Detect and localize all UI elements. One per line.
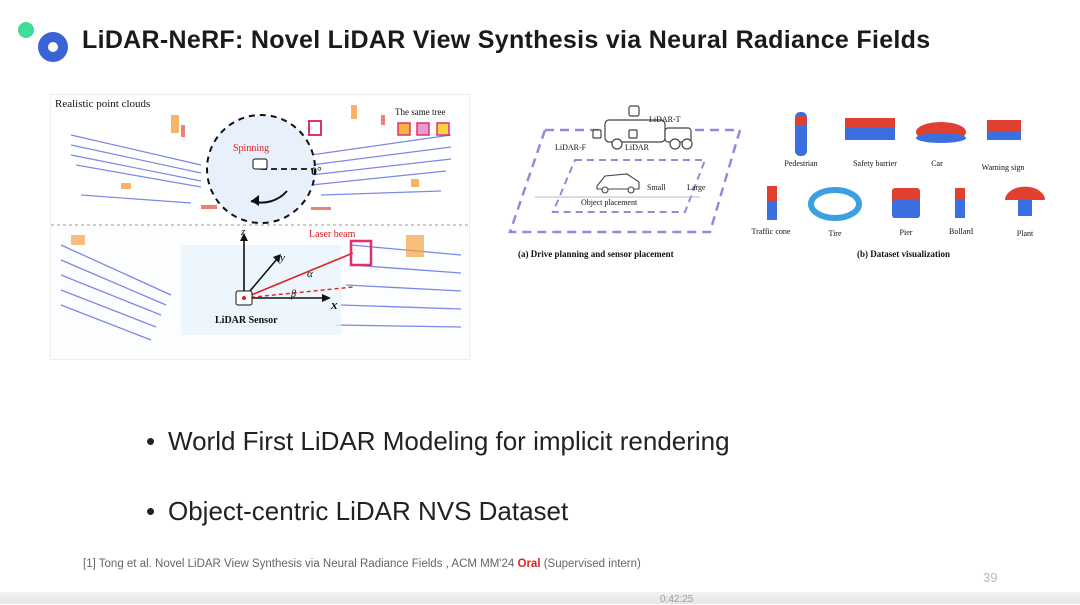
lidar-point-cloud-figure: Realistic point clouds The same tree Spi… [50, 94, 470, 360]
video-progress-bar[interactable] [0, 592, 1080, 604]
label-point-clouds: Realistic point clouds [55, 98, 150, 110]
decor-blue-ring-icon [38, 32, 68, 62]
footnote-prefix: [1] Tong et al. Novel LiDAR View Synthes… [83, 558, 518, 570]
footnote-suffix: (Supervised intern) [540, 558, 641, 570]
label-object-placement: Object placement [581, 198, 638, 207]
object-label: Car [931, 159, 943, 168]
bullet-item: •World First LiDAR Modeling for implicit… [146, 426, 730, 456]
decor-green-dot [18, 22, 34, 38]
video-timestamp: 0:42:25 [660, 594, 694, 605]
dataset-figure: LiDAR-T LiDAR-F LiDAR Small Large Object… [505, 92, 1050, 267]
object-label: Tire [828, 229, 841, 238]
axis-z-label: z [240, 226, 246, 238]
object-label: Pier [900, 228, 913, 237]
angle-alpha-label: α [307, 268, 313, 280]
label-same-tree: The same tree [395, 107, 445, 117]
axis-x-label: x [330, 297, 338, 312]
object-label: Bollard [949, 227, 973, 236]
object-label: Pedestrian [784, 159, 817, 168]
caption-a: (a) Drive planning and sensor placement [518, 249, 674, 259]
label-zero-deg: 0° [311, 164, 322, 178]
label-laser-beam: Laser beam [309, 229, 356, 240]
bullet-text: World First LiDAR Modeling for implicit … [168, 426, 730, 456]
label-spinning: Spinning [233, 143, 269, 154]
label-lidar-sensor: LiDAR Sensor [215, 315, 278, 326]
label-lidar: LiDAR [625, 143, 650, 152]
bullet-item: •Object-centric LiDAR NVS Dataset [146, 496, 569, 526]
label-lidar-t: LiDAR-T [649, 115, 681, 124]
object-label: Traffic cone [752, 227, 791, 236]
slide-title: LiDAR-NeRF: Novel LiDAR View Synthesis v… [82, 26, 931, 54]
label-large: Large [687, 183, 706, 192]
bullet-text: Object-centric LiDAR NVS Dataset [168, 496, 569, 526]
object-label: Warning sign [982, 163, 1025, 172]
footnote: [1] Tong et al. Novel LiDAR View Synthes… [83, 558, 641, 570]
label-lidar-f: LiDAR-F [555, 143, 587, 152]
caption-b: (b) Dataset visualization [857, 249, 950, 259]
page-number: 39 [983, 570, 998, 585]
footnote-oral: Oral [517, 558, 541, 570]
axis-y-label: y [279, 252, 285, 264]
label-small: Small [647, 183, 666, 192]
angle-beta-label: β [290, 289, 296, 300]
object-label: Plant [1017, 229, 1034, 238]
object-label: Safety barrier [853, 159, 897, 168]
